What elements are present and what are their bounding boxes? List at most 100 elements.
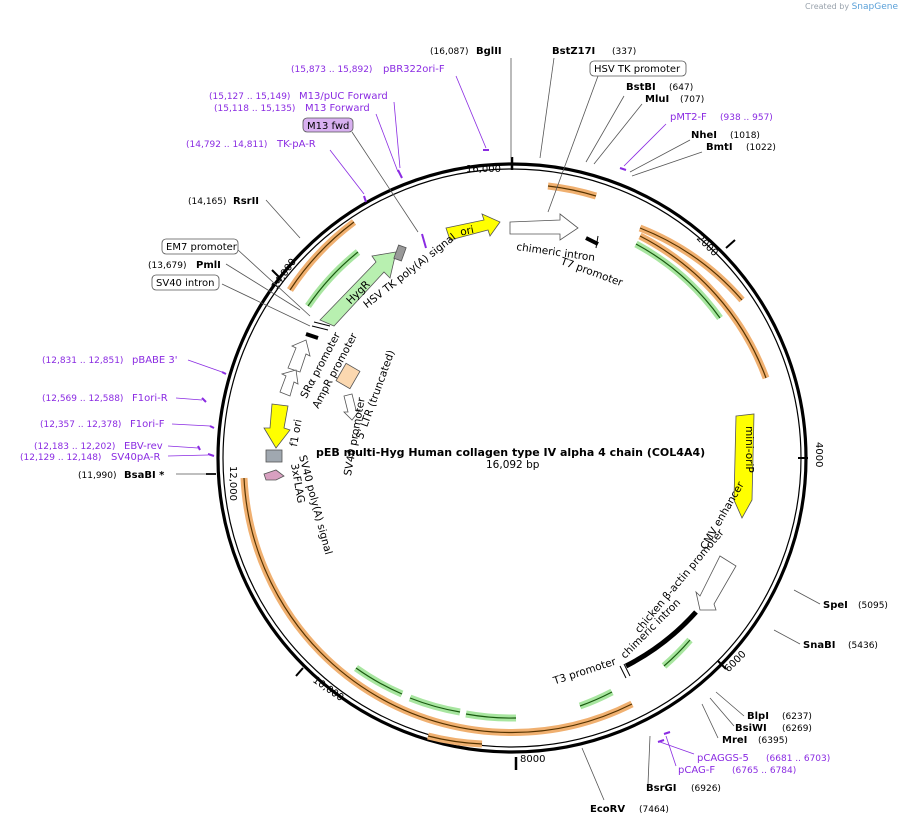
site-leader-lines [176,57,821,801]
site-pos-bglii: (16,087) [430,47,469,57]
primer-name-sv40pa[interactable]: SV40pA-R [111,452,160,463]
em7-promoter-box [161,238,239,255]
feature-arc-bottom-green-5-line [663,639,691,667]
pleader-pcaggs [659,741,695,755]
site-name-bsabi[interactable]: BsaBI * [124,470,165,481]
primer-pos-m13forward: (15,118 .. 15,135) [214,104,295,114]
snapgene-logo: SnapGene [851,2,898,12]
tick-14000 [271,269,280,278]
site-name-mrei[interactable]: MreI [722,735,747,746]
snapgene-credit: Created by SnapGene [805,2,898,12]
site-name-nhei[interactable]: NheI [691,130,717,141]
primer-name-f1orif[interactable]: F1ori-F [130,419,165,430]
outer-features [240,182,770,748]
leader-snabi [773,629,801,645]
primer-pos-f1orif: (12,357 .. 12,378) [40,420,121,430]
primer-pos-f1orir: (12,569 .. 12,588) [42,394,123,404]
primer-leader-lines [167,75,695,767]
feature-arc-left-green-line [307,251,359,307]
sv40-intron-label[interactable]: SV40 intron [156,278,214,289]
feature-arc-bottom-green-2 [408,694,461,716]
tick-2000 [725,239,736,249]
site-name-pmli[interactable]: PmlI [196,260,221,271]
site-name-bsiwi[interactable]: BsiWI [735,723,767,734]
pleader-f1orif [171,423,211,427]
primer-name-pcagf[interactable]: pCAG-F [678,765,715,776]
site-pos-bsrgi: (6926) [691,784,721,794]
sv40-intron-mark-1 [313,321,331,327]
primer-name-tkpar[interactable]: TK-pA-R [276,139,316,150]
m13-fwd-label[interactable]: M13 fwd [307,121,349,132]
primer-name-pcaggs5[interactable]: pCAGGS-5 [697,753,749,764]
feature-arc-bottom-green-1-line [355,667,403,695]
pleader-tkpa [329,149,365,195]
site-name-spei[interactable]: SpeI [823,600,848,611]
site-name-bstbi[interactable]: BstBI [626,82,656,93]
leader-m13fwd [351,131,419,233]
leader-nhei [629,139,691,173]
f1-ori-arrow [263,403,291,449]
t3-promoter-label: T3 promoter [551,656,618,688]
leader-blpi [715,691,745,717]
hsv-tk-promoter-label[interactable]: HSV TK promoter [594,64,681,75]
primer-name-pbr322ori[interactable]: pBR322ori-F [383,64,445,75]
leader-em7 [237,249,311,317]
t7-promoter-bar [595,235,599,249]
primer-pos-m13puc: (15,127 .. 15,149) [209,92,290,102]
site-name-bstz17i[interactable]: BstZ17I [552,46,595,57]
feature-arc-bottom-orange-line [243,477,633,734]
site-pos-spei: (5095) [858,601,888,611]
flag-arrow [263,469,285,481]
ampr-promoter-arrow [279,369,299,397]
ltr-box [335,362,361,390]
site-pos-snabi: (5436) [848,641,878,651]
primer-name-pmt2f[interactable]: pMT2-F [670,112,707,123]
tick-label-6000: 6000 [723,649,749,675]
tick-label-4000: 4000 [813,442,824,467]
em7-promoter-label[interactable]: EM7 promoter [166,242,238,253]
primer-pos-pcaggs5: (6681 .. 6703) [766,754,830,764]
tick-label-8000: 8000 [520,754,545,765]
site-pos-bmti: (1022) [746,143,776,153]
site-name-bsrgi[interactable]: BsrGI [646,783,676,794]
site-name-bmti[interactable]: BmtI [706,142,733,153]
hsv-tk-promoter-box [589,60,687,77]
feature-arc-right-orange-1-line [639,235,767,379]
site-name-bglii[interactable]: BglII [476,46,502,57]
pleader-pbabe [187,359,223,373]
site-pos-bstz17i: (337) [612,47,636,57]
site-name-snabi[interactable]: SnaBI [803,640,835,651]
tick-label-2000: 2000 [694,233,720,259]
primer-pos-tkpar: (14,792 .. 14,811) [186,140,267,150]
primer-labels: (15,873 .. 15,892) pBR322ori-F (15,127 .… [20,64,830,776]
site-name-mlui[interactable]: MluI [645,94,669,105]
hygr-arrow [319,251,397,327]
credit-prefix: Created by [805,2,850,11]
primer-mark-f1orif [209,425,215,429]
primer-name-m13puc[interactable]: M13/pUC Forward [299,91,388,102]
pleader-sv40pa [167,454,209,457]
primer-mark-f1orir [201,397,207,403]
site-name-blpi[interactable]: BlpI [747,711,769,722]
sra-promoter-arrow [287,339,311,373]
site-pos-bsabi: (11,990) [78,471,117,481]
leader-hsvtk [547,75,599,213]
site-name-ecorv[interactable]: EcoRV [590,804,625,815]
primer-name-ebv[interactable]: EBV-rev [124,441,163,452]
site-name-rsrii[interactable]: RsrII [233,196,259,207]
feature-arc-left-orange-line [289,221,355,291]
primer-pos-pmt2f: (938 .. 957) [720,113,773,123]
m13-fwd-box [302,117,354,133]
feature-arc-bottom-green-3-line [465,713,517,719]
leader-bmti [631,151,703,177]
primer-name-pbabe[interactable]: pBABE 3' [132,355,178,366]
plasmid-length: 16,092 bp [486,459,540,471]
primer-mark-tkpa [363,195,367,203]
em7-promoter-mark [305,332,319,340]
primer-name-m13forward[interactable]: M13 Forward [305,103,370,114]
leader-spei [793,589,821,605]
primer-name-f1orir[interactable]: F1ori-R [132,393,168,404]
site-pos-mrei: (6395) [758,736,788,746]
sv40-polya-box [265,449,283,463]
